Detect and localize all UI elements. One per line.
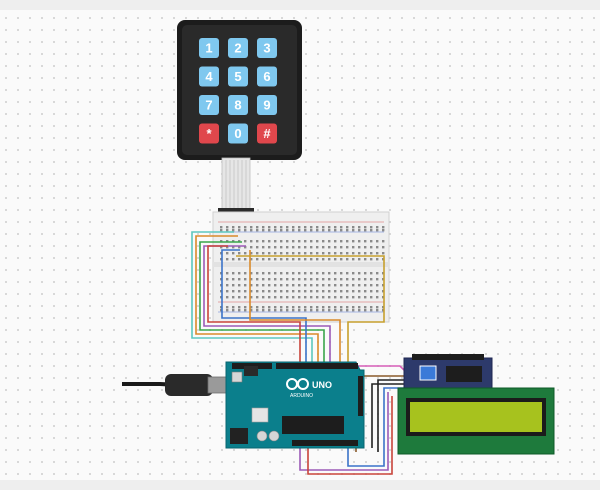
- lcd-display: [397, 387, 555, 455]
- keypad-keys: 1 2 3 4 5 6 7 8 9 * 0 #: [199, 38, 277, 144]
- arduino-logo-icon: [286, 378, 309, 390]
- keypad[interactable]: 1 2 3 4 5 6 7 8 9 * 0 #: [177, 20, 302, 160]
- wire-orange-long: [249, 250, 341, 362]
- wire-black-1: [371, 383, 404, 448]
- arduino-brand-label: ARDUINO: [290, 393, 313, 399]
- keypad-key[interactable]: [199, 38, 219, 58]
- keypad-key[interactable]: [257, 38, 277, 58]
- lcd-screen: [410, 402, 542, 432]
- wire-blue-lcd: [347, 387, 404, 467]
- keypad-key-label: 6: [263, 69, 270, 84]
- keypad-key[interactable]: [199, 66, 219, 87]
- keypad-key-label: 7: [205, 98, 212, 113]
- keypad-key[interactable]: [228, 38, 248, 58]
- keypad-key[interactable]: [228, 95, 248, 115]
- wire-blue: [221, 249, 307, 362]
- keypad-key[interactable]: [199, 123, 219, 144]
- arduino-uno[interactable]: UNO ARDUINO: [225, 361, 365, 449]
- top-scroll-edge: [0, 0, 600, 10]
- keypad-key-label: *: [206, 126, 212, 141]
- keypad-key[interactable]: [257, 66, 277, 87]
- keypad-key[interactable]: [257, 95, 277, 115]
- keypad-key-label: 3: [263, 41, 270, 56]
- keypad-key[interactable]: [257, 123, 277, 144]
- i2c-lcd-module[interactable]: [397, 354, 555, 455]
- wire-red-lcd: [307, 396, 393, 475]
- keypad-key-label: #: [263, 126, 271, 141]
- keypad-key-label: 2: [234, 41, 241, 56]
- bottom-scroll-edge: [0, 480, 600, 490]
- keypad-key[interactable]: [199, 95, 219, 115]
- keypad-ribbon-cable: [218, 157, 254, 218]
- wire-red: [207, 245, 301, 362]
- wires: [191, 231, 407, 475]
- wire-green: [199, 241, 325, 362]
- breadboard[interactable]: [212, 211, 390, 323]
- arduino-uno-label: UNO: [312, 380, 332, 390]
- keypad-key[interactable]: [228, 66, 248, 87]
- keypad-key-label: 8: [234, 98, 241, 113]
- wire-purple-lcd: [299, 392, 389, 471]
- keypad-key-label: 5: [234, 69, 241, 84]
- wire-black-2: [377, 379, 404, 452]
- wire-orange-short: [195, 235, 319, 362]
- wire-teal: [191, 231, 313, 362]
- keypad-key-label: 9: [263, 98, 270, 113]
- keypad-key-label: 1: [205, 41, 212, 56]
- usb-cable: [122, 374, 227, 396]
- keypad-key[interactable]: [228, 123, 248, 144]
- wire-gold: [236, 255, 385, 362]
- keypad-key-label: 0: [234, 126, 241, 141]
- keypad-key-label: 4: [205, 69, 213, 84]
- microcontroller-chip: [282, 416, 344, 434]
